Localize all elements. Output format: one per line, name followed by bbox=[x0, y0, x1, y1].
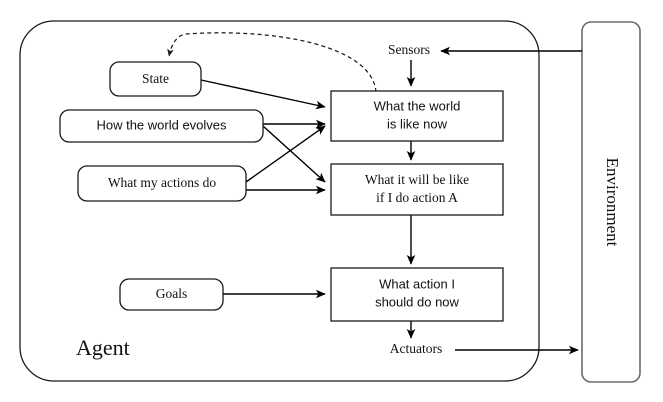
agent-label: Agent bbox=[76, 335, 130, 360]
edge-world-now-to-state-dashed bbox=[167, 32, 377, 93]
state-label: State bbox=[142, 71, 169, 86]
my-actions-label: What my actions do bbox=[108, 175, 217, 190]
node-action-outcome: What it will be like if I do action A bbox=[330, 163, 504, 216]
world-now-label-line2: is like now bbox=[387, 116, 448, 131]
action-choice-label-line1: What action I bbox=[379, 276, 455, 291]
goals-label: Goals bbox=[156, 286, 188, 301]
state-box bbox=[109, 61, 202, 97]
node-world-evolves: How the world evolves bbox=[59, 109, 264, 143]
action-outcome-box bbox=[330, 163, 504, 216]
world-now-box bbox=[330, 90, 504, 142]
node-action-choice: What action I should do now bbox=[330, 267, 504, 322]
node-goals: Goals bbox=[119, 278, 224, 311]
node-my-actions: What my actions do bbox=[77, 165, 247, 202]
action-outcome-label-line1: What it will be like bbox=[365, 172, 469, 187]
edge-state-to-world-now bbox=[200, 79, 326, 110]
actuators-label: Actuators bbox=[390, 341, 442, 356]
sensors-label: Sensors bbox=[388, 42, 430, 57]
my-actions-box bbox=[77, 165, 247, 202]
world-evolves-box bbox=[59, 109, 264, 143]
world-now-label-line1: What the world bbox=[374, 98, 461, 113]
action-choice-label-line2: should do now bbox=[375, 294, 459, 309]
world-evolves-label: How the world evolves bbox=[96, 117, 227, 132]
environment-box bbox=[581, 21, 641, 383]
edge-world-evolves-to-action-outcome bbox=[262, 125, 326, 183]
agent-boundary bbox=[19, 20, 540, 382]
environment-label: Environment bbox=[603, 158, 622, 247]
action-choice-box bbox=[330, 267, 504, 322]
edge-my-actions-to-world-now bbox=[245, 125, 326, 183]
node-world-now: What the world is like now bbox=[330, 90, 504, 142]
node-state: State bbox=[109, 61, 202, 97]
goals-box bbox=[119, 278, 224, 311]
action-outcome-label-line2: if I do action A bbox=[376, 190, 458, 205]
